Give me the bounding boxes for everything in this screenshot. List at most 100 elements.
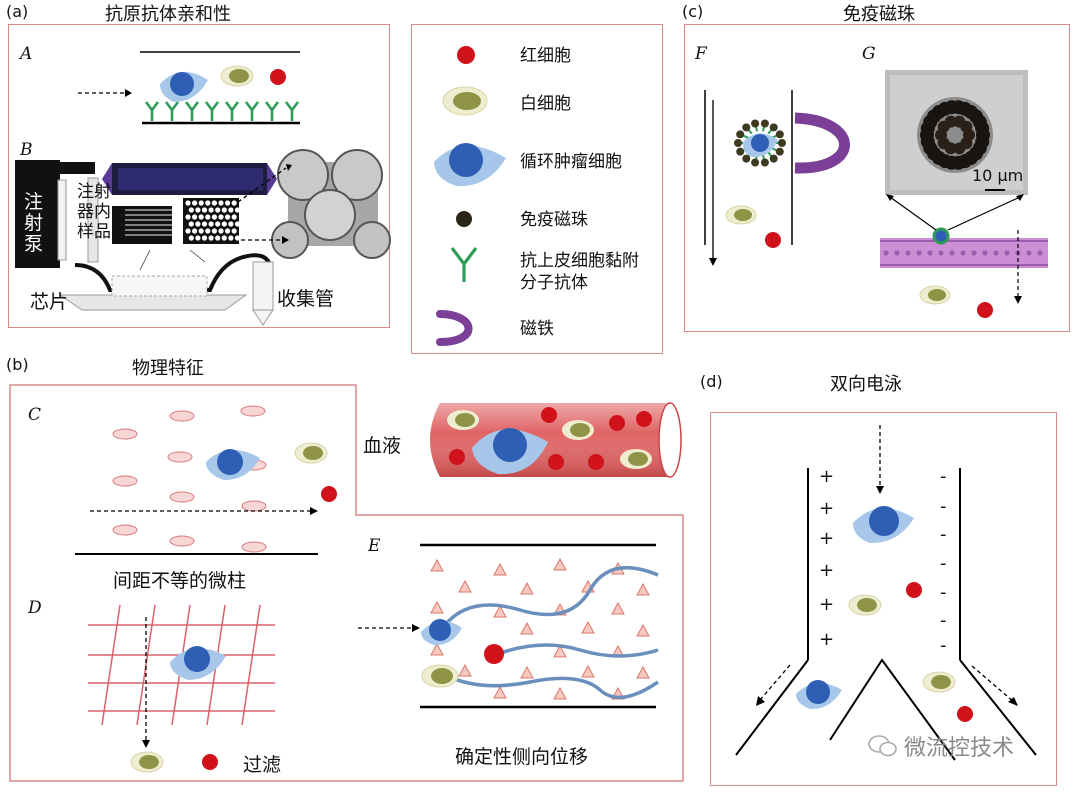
dld-post bbox=[636, 623, 650, 637]
micropillar bbox=[169, 535, 195, 547]
dld-post bbox=[636, 665, 650, 679]
panel-a-label: (a) bbox=[6, 2, 29, 21]
sub-label-c: C bbox=[28, 405, 42, 425]
bead bbox=[760, 119, 769, 128]
bead bbox=[760, 158, 769, 167]
plus-sign: + bbox=[819, 528, 835, 549]
dld-post bbox=[520, 581, 534, 595]
plus-sign: + bbox=[819, 594, 835, 615]
tube-label: 收集管 bbox=[277, 288, 335, 310]
red-cell-icon bbox=[457, 46, 475, 64]
bead bbox=[736, 147, 745, 156]
dld-post bbox=[581, 664, 595, 678]
legend-frame bbox=[411, 24, 663, 354]
panel-c-title: 免疫磁珠 bbox=[843, 4, 915, 25]
dld-post bbox=[458, 663, 472, 677]
dld-post bbox=[493, 685, 507, 699]
legend-magnet: 磁铁 bbox=[520, 319, 554, 339]
plus-sign: + bbox=[819, 629, 835, 650]
dld-post bbox=[493, 562, 507, 576]
legend-bead: 免疫磁珠 bbox=[520, 210, 588, 230]
minus-sign: - bbox=[940, 635, 947, 656]
legend-red-cell: 红细胞 bbox=[520, 46, 571, 66]
micropillar bbox=[112, 428, 138, 440]
antibody-row bbox=[144, 101, 300, 121]
sub-label-b: B bbox=[20, 140, 33, 160]
bead bbox=[769, 123, 778, 132]
micropillar bbox=[241, 541, 267, 553]
panel-a-title: 抗原抗体亲和性 bbox=[105, 4, 231, 25]
sub-label-a: A bbox=[20, 44, 33, 64]
plus-sign: + bbox=[819, 560, 835, 581]
sub-label-g: G bbox=[862, 44, 876, 64]
scale-bar-label: 10 μm bbox=[972, 166, 1024, 185]
legend-ctc: 循环肿瘤细胞 bbox=[520, 152, 622, 172]
watermark: 微流控技术 bbox=[868, 730, 1014, 762]
bead bbox=[742, 123, 751, 132]
dld-post bbox=[553, 686, 567, 700]
bead bbox=[751, 158, 760, 167]
micropillar bbox=[240, 405, 266, 417]
bead bbox=[751, 119, 760, 128]
bead bbox=[778, 139, 786, 147]
bead bbox=[742, 154, 751, 163]
micropillar bbox=[112, 475, 138, 487]
magnet-icon bbox=[436, 310, 473, 346]
dld-post bbox=[611, 601, 625, 615]
panel-d-label: (d) bbox=[700, 372, 723, 391]
dld-post bbox=[636, 582, 650, 596]
bead bbox=[734, 139, 742, 147]
dld-post bbox=[520, 665, 534, 679]
dld-post bbox=[430, 600, 444, 614]
dld-post bbox=[430, 558, 444, 572]
filter-caption: 过滤 bbox=[243, 754, 282, 776]
red-cell-a bbox=[270, 69, 286, 85]
dld-caption: 确定性侧向位移 bbox=[455, 746, 589, 768]
sub-label-e: E bbox=[368, 536, 381, 556]
minus-sign: - bbox=[940, 496, 947, 517]
plus-sign: + bbox=[819, 466, 835, 487]
panel-d-frame bbox=[710, 412, 1057, 786]
dld-post bbox=[458, 579, 472, 593]
bead bbox=[769, 154, 778, 163]
micropillar bbox=[169, 491, 195, 503]
sub-label-d: D bbox=[28, 598, 42, 618]
pump-label: 注射泵 bbox=[24, 191, 44, 255]
antibody-icon bbox=[450, 247, 478, 282]
minus-sign: - bbox=[940, 466, 947, 487]
panel-c-label: (c) bbox=[682, 2, 704, 21]
minus-sign: - bbox=[940, 553, 947, 574]
legend-white-cell: 白细胞 bbox=[520, 94, 571, 114]
bead bbox=[775, 130, 784, 139]
micropillar bbox=[167, 451, 193, 463]
wechat-icon bbox=[868, 735, 897, 757]
sample-label: 注射器内样品 bbox=[77, 182, 111, 242]
sub-label-f: F bbox=[695, 44, 707, 64]
micropillar bbox=[169, 410, 195, 422]
legend-antibody: 抗上皮细胞黏附分子抗体 bbox=[520, 251, 639, 293]
dld-post bbox=[553, 644, 567, 658]
minus-sign: - bbox=[940, 524, 947, 545]
chip-label: 芯片 bbox=[30, 291, 69, 313]
minus-sign: - bbox=[940, 610, 947, 631]
dld-post bbox=[493, 604, 507, 618]
minus-sign: - bbox=[940, 582, 947, 603]
ctc-cell-a bbox=[160, 71, 208, 102]
bead bbox=[736, 130, 745, 139]
micropillar bbox=[112, 524, 138, 536]
dld-post bbox=[430, 642, 444, 656]
dld-post bbox=[581, 620, 595, 634]
dld-post bbox=[553, 557, 567, 571]
panel-d-title: 双向电泳 bbox=[830, 374, 902, 395]
bead-icon bbox=[456, 211, 472, 227]
watermark-text: 微流控技术 bbox=[904, 736, 1015, 761]
bead bbox=[775, 147, 784, 156]
blood-label: 血液 bbox=[363, 435, 402, 457]
blood-vessel bbox=[430, 402, 682, 478]
